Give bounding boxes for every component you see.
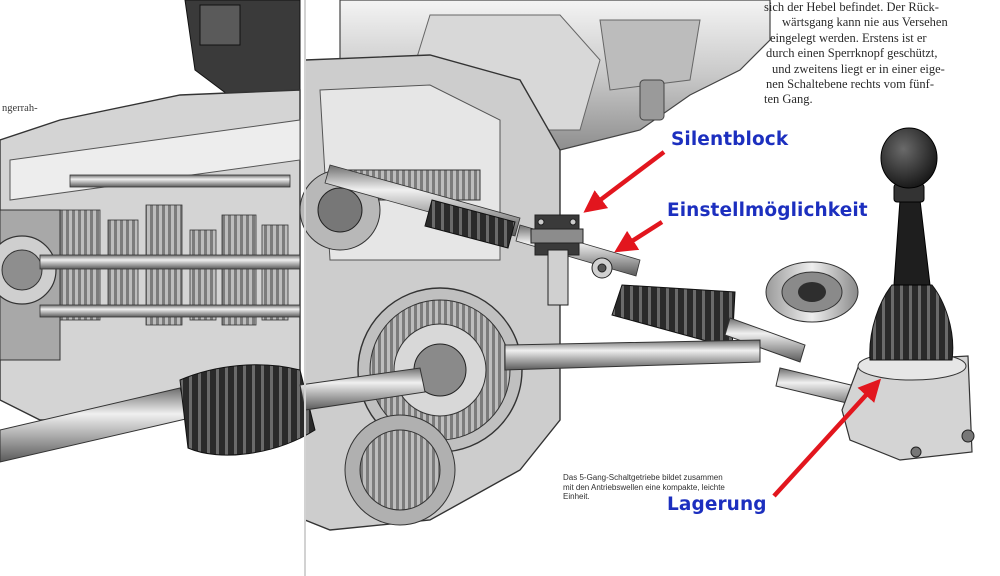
caption-line: mit den Antriebswellen eine kompakte, le… xyxy=(563,482,725,492)
callout-lagerung: Lagerung xyxy=(667,494,767,515)
body-line: eingelegt werden. Erstens ist er xyxy=(770,30,927,45)
page-fold xyxy=(304,0,306,576)
article-body-text: sich der Hebel befindet. Der Rück- wärts… xyxy=(764,0,996,108)
callout-einstellmoeglichkeit: Einstellmöglichkeit xyxy=(667,200,868,221)
arrow-lagerung xyxy=(772,378,882,498)
body-line: durch einen Sperrknopf geschützt, xyxy=(766,46,938,61)
arrow-silentblock xyxy=(583,150,666,213)
gear-lever xyxy=(841,127,975,461)
body-line: sich der Hebel befindet. Der Rück- xyxy=(764,0,939,14)
body-line: nen Schaltebene rechts vom fünf- xyxy=(766,77,934,92)
figure-caption: Das 5-Gang-Schaltgetriebe bildet zusamme… xyxy=(563,473,763,502)
body-line: und zweitens liegt er in einer eige- xyxy=(772,61,945,76)
caption-line: Einheit. xyxy=(563,492,590,502)
body-line: wärtsgang kann nie aus Versehen xyxy=(782,15,948,30)
callout-silentblock: Silentblock xyxy=(671,129,789,150)
left-page-text-fragment: ngerrah- xyxy=(2,103,38,114)
caption-line: Das 5-Gang-Schaltgetriebe bildet zusamme… xyxy=(563,473,723,482)
body-line: ten Gang. xyxy=(764,92,813,107)
arrow-einstellmoeglichkeit xyxy=(614,220,664,253)
